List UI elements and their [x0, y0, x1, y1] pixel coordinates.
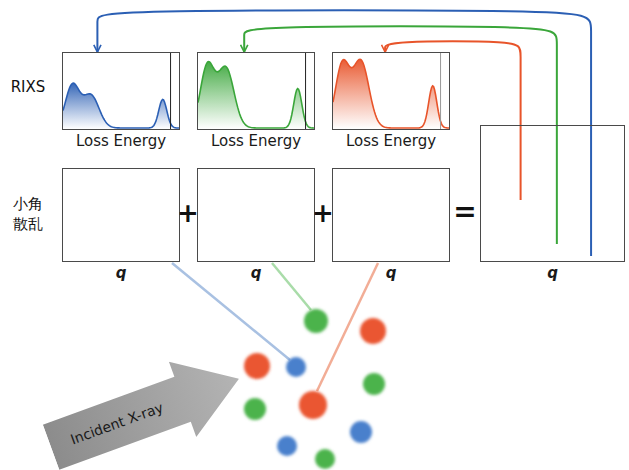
operator-sign: +: [177, 197, 199, 231]
rixs-plot: Loss Energy: [332, 52, 450, 130]
spectrum-curve: [63, 83, 179, 128]
rixs-plot: Loss Energy: [197, 52, 315, 130]
particle: [363, 373, 385, 395]
spectrum-curve: [198, 62, 314, 128]
particle: [315, 449, 335, 469]
xray-arrow: Incident X-ray: [37, 341, 252, 470]
feedback-arrow: [244, 26, 557, 125]
saxs-plot: q: [62, 168, 180, 262]
spectrum-fill: [333, 59, 449, 129]
rixs-plot: Loss Energy: [62, 52, 180, 130]
saxs-plot: q: [332, 168, 450, 262]
elastic-line: [440, 52, 441, 130]
spectrum-fill: [198, 62, 314, 129]
particle: [286, 357, 306, 377]
particle: [277, 436, 297, 456]
axis-label: q: [333, 264, 449, 282]
particle: [304, 309, 328, 333]
row-label: 小角 散乱: [11, 195, 46, 234]
row-label: RIXS: [11, 78, 46, 98]
leader-line: [272, 263, 311, 310]
particle: [350, 421, 372, 443]
axis-label: Loss Energy: [333, 132, 449, 150]
particle: [244, 398, 266, 420]
spectrum-fill: [63, 83, 179, 129]
axis-label: Loss Energy: [63, 132, 179, 150]
arrow-body: [37, 341, 252, 470]
axis-label: q: [481, 264, 624, 282]
saxs-plot: q: [197, 168, 315, 262]
arrow-label: Incident X-ray: [37, 362, 196, 470]
marker-line: [556, 125, 558, 244]
elastic-line: [170, 52, 171, 130]
particle: [360, 318, 386, 344]
operator-sign: +: [312, 197, 334, 231]
particle: [244, 353, 270, 379]
elastic-line: [305, 52, 306, 130]
feedback-arrow: [97, 10, 591, 125]
spectrum-curve: [333, 59, 449, 128]
axis-label: q: [198, 264, 314, 282]
feedback-arrow: [385, 41, 520, 125]
operator-sign: =: [453, 194, 476, 230]
particle: [299, 391, 327, 419]
axis-label: Loss Energy: [198, 132, 314, 150]
sum-plot: q: [480, 125, 625, 262]
leader-line: [172, 263, 290, 360]
axis-label: q: [63, 264, 179, 282]
marker-line: [590, 125, 592, 256]
marker-line: [520, 125, 522, 200]
